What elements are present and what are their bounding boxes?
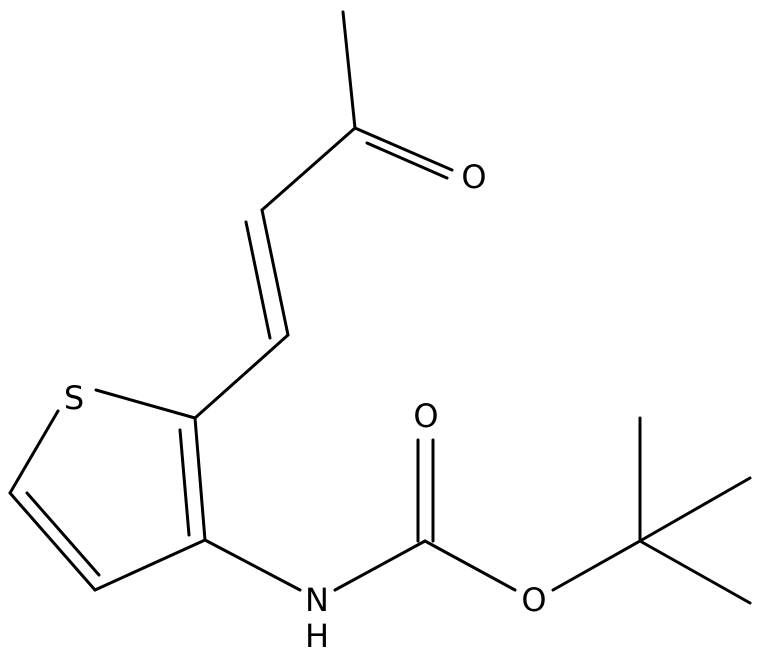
bond-c5-c4-b (25, 491, 101, 577)
bond-s-c5 (8, 409, 60, 495)
bond-carbonyl-vinyl (260, 126, 357, 212)
bond-tbu-methyl-right (638, 476, 752, 543)
bond-vinyl-ring (193, 333, 290, 420)
bond-lines (8, 10, 752, 605)
bond-c2-c3-a (193, 416, 207, 542)
bond-methyl-carbonyl (341, 10, 357, 130)
bond-o-tbu (551, 539, 642, 592)
bond-vinyl-double-a (260, 208, 290, 337)
bond-c-o-ester (423, 539, 517, 592)
atom-label-amide-nitrogen: N (305, 581, 329, 619)
atom-labels: S O O O N H (64, 158, 547, 655)
atom-label-carbonyl-oxygen: O (413, 397, 438, 435)
bond-c2-s (94, 388, 197, 420)
bond-ketone-co-a (353, 126, 454, 172)
bond-c4-c3 (93, 538, 207, 592)
bond-vinyl-double-b (244, 220, 272, 340)
bond-ketone-co-b (365, 141, 449, 180)
bond-c2-c3-b (178, 428, 191, 537)
atom-label-amide-hydrogen: H (305, 617, 329, 655)
bond-tbu-methyl-down (638, 539, 752, 605)
bond-c3-n (203, 538, 302, 592)
atom-label-ester-oxygen: O (521, 581, 546, 619)
atom-label-ketone-oxygen: O (461, 158, 486, 196)
atom-label-sulfur: S (64, 379, 84, 417)
bond-n-c (333, 539, 427, 592)
bond-c5-c4-a (8, 491, 97, 592)
